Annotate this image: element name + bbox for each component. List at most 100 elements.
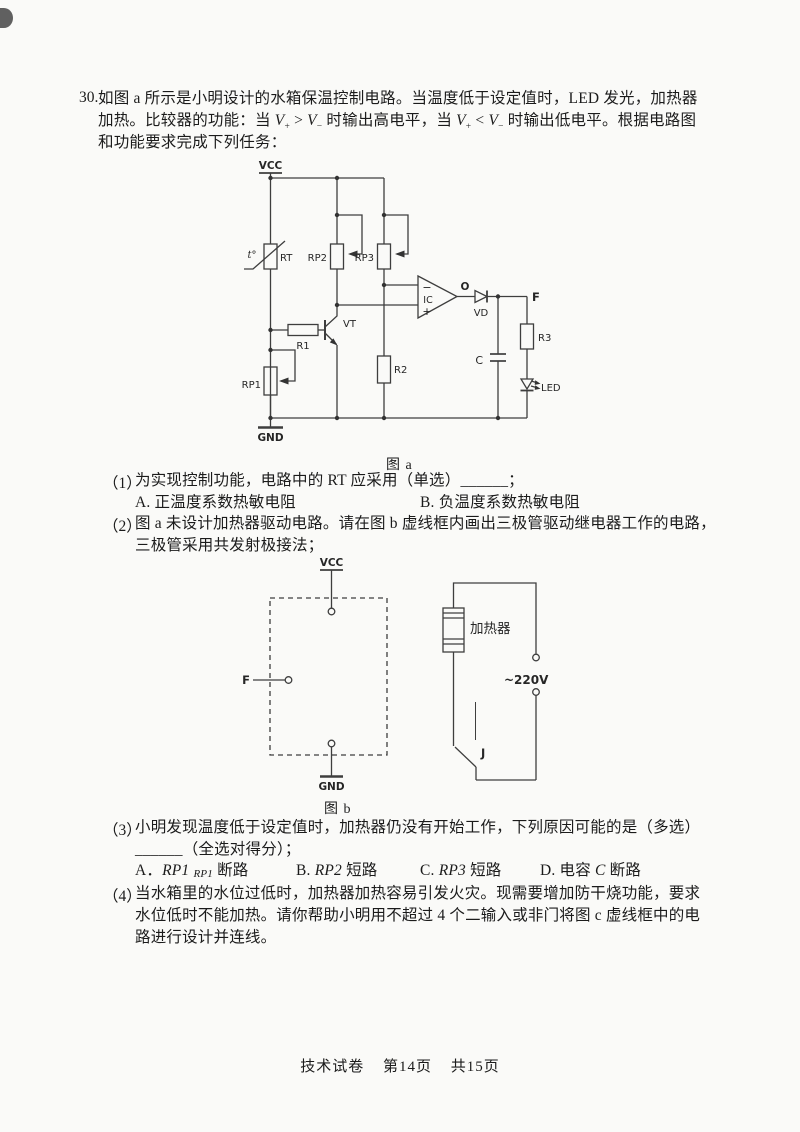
figure-b-caption: 图 b <box>324 802 352 817</box>
ac-voltage-label: ~220V <box>504 673 549 687</box>
q2-line2: 三极管采用共发射极接法； <box>135 537 324 554</box>
q3-option-a-duplicate: RP1 <box>193 868 214 880</box>
v-plus-sub-2: + <box>465 122 472 133</box>
v-minus-symbol: V <box>307 112 317 129</box>
q4-line3: 路进行设计并连线。 <box>135 929 277 946</box>
q3-option-b-prefix: B. <box>296 862 315 879</box>
fig-a-vt-label: VT <box>343 319 357 330</box>
fig-a-wires <box>244 172 539 429</box>
led-ray-arrow-1 <box>534 380 541 385</box>
fig-a-vcc-label: VCC <box>259 160 283 172</box>
rp1-wiper-arrow <box>279 377 289 385</box>
footer-page-number: 第14页 <box>382 1059 432 1075</box>
fig-a-vd-label: VD <box>474 308 489 319</box>
supply-terminal-bottom-circle <box>532 688 540 696</box>
v-plus-symbol: V <box>274 112 285 129</box>
diode-vd-body <box>474 289 489 304</box>
fig-a-output-o-label: O <box>461 281 470 293</box>
q1-option-a: A. 正温度系数热敏电阻 <box>135 494 296 511</box>
q2-line1: 图 a 未设计加热器驱动电路。请在图 b 虚线框内画出三极管驱动继电器工作的电路… <box>135 515 716 532</box>
q4-line2: 水位低时不能加热。请你帮助小明用不超过 4 个二输入或非门将图 c 虚线框中的电 <box>135 907 701 924</box>
q1-text: 为实现控制功能，电路中的 RT 应采用（单选）______； <box>135 472 524 489</box>
resistor-r1-body <box>287 323 319 337</box>
figure-b-circuit-diagram: VCC F GND 加热器 ~220V J <box>242 557 549 793</box>
q3-option-c-prefix: C. <box>420 862 439 879</box>
fig-a-rp2-label: RP2 <box>308 253 327 264</box>
led-body <box>519 378 535 391</box>
q3-option-d-prefix: D. 电容 <box>540 862 596 879</box>
v-plus-sub: + <box>284 122 291 133</box>
v-minus-sub: − <box>316 122 323 133</box>
v-minus-symbol-2: V <box>488 112 499 129</box>
vt-emitter-arrow <box>329 338 338 346</box>
fig-a-temperature-symbol: t° <box>247 250 256 261</box>
fig-b-wires <box>253 569 540 781</box>
q3-option-b: B. RP2 短路 <box>296 861 377 881</box>
thermistor-diagonal <box>244 240 286 270</box>
q3-option-a-prefix: A． <box>135 862 163 879</box>
design-dashed-box <box>269 597 388 756</box>
potentiometer-rp2-body <box>329 243 345 270</box>
lt-sign: < <box>471 112 489 129</box>
fig-a-r2-label: R2 <box>394 365 407 376</box>
q30-line2-c: 时输出低电平。根据电路图 <box>503 112 697 129</box>
thermistor-rt-body <box>263 243 278 270</box>
heater-body <box>442 607 465 653</box>
q3-line2: ______（全选对得分）； <box>135 841 301 858</box>
fig-a-c-label: C <box>475 354 483 367</box>
q4-number: （4） <box>103 888 142 905</box>
comparator-minus-input-label: − <box>422 281 431 294</box>
fig-b-gnd-label: GND <box>318 781 344 793</box>
potentiometer-rp3-body <box>376 243 392 270</box>
q30-line2: 加热。比较器的功能：当 V+ > V− 时输出高电平，当 V+ < V− 时输出… <box>98 111 696 137</box>
rp3-wiper-loop <box>384 214 409 255</box>
q30-line2-b: 时输出高电平，当 <box>322 112 457 129</box>
rp1-wiper-loop <box>270 349 296 382</box>
q3-option-a-text: 断路 <box>213 862 249 879</box>
q30-line2-a: 加热。比较器的功能：当 <box>98 112 275 129</box>
q3-number: （3） <box>103 822 142 839</box>
v-plus-symbol-2: V <box>456 112 466 129</box>
figure-a-caption: 图 a <box>386 458 413 473</box>
q3-option-b-text: 短路 <box>342 862 378 879</box>
q1-option-b: B. 负温度系数热敏电阻 <box>420 494 580 511</box>
page-footer: 技术试卷 第14页 共15页 <box>0 1055 800 1076</box>
comparator-plus-input-label: + <box>422 305 431 318</box>
fig-a-r1-label: R1 <box>296 341 309 352</box>
q4-line1: 当水箱里的水位过低时，加热器加热容易引发火灾。现需要增加防干烧功能，要求 <box>135 885 701 902</box>
fig-a-r3-label: R3 <box>538 333 551 344</box>
q2-number: （2） <box>103 518 142 535</box>
resistor-r2-body <box>376 355 392 384</box>
scan-artifact <box>0 8 13 28</box>
q3-option-b-symbol: RP2 <box>314 862 342 879</box>
q3-option-d-symbol: C <box>595 862 606 879</box>
fig-a-led-label: LED <box>541 383 561 394</box>
v-minus-sub-2: − <box>498 122 504 133</box>
gt-sign: > <box>290 112 308 129</box>
q3-option-c-symbol: RP3 <box>438 862 466 879</box>
gnd-terminal-circle <box>327 739 336 748</box>
heater-label: 加热器 <box>470 621 511 636</box>
q30-line3: 和功能要求完成下列任务： <box>98 134 287 151</box>
fig-b-vcc-label: VCC <box>320 557 344 569</box>
q3-option-d: D. 电容 C 断路 <box>540 861 641 881</box>
q30-line1: 如图 a 所示是小明设计的水箱保温控制电路。当温度低于设定值时，LED 发光，加… <box>98 90 698 107</box>
q1-number: （1） <box>103 475 142 492</box>
q3-line1: 小明发现温度低于设定值时，加热器仍没有开始工作，下列原因可能的是（多选） <box>135 819 701 836</box>
supply-terminal-top-circle <box>532 653 540 662</box>
fig-b-f-terminal-label: F <box>242 673 250 687</box>
comparator-triangle <box>417 274 459 320</box>
rp2-wiper-arrow <box>348 250 358 258</box>
fig-a-f-terminal-label: F <box>532 290 540 304</box>
vt-collector <box>324 303 338 328</box>
comparator-ic-label: IC <box>423 295 433 306</box>
f-terminal-circle <box>284 676 293 684</box>
footer-total-pages: 共15页 <box>450 1059 500 1075</box>
q30-number: 30. <box>79 89 99 106</box>
fig-a-rp1-label: RP1 <box>242 380 261 391</box>
fig-a-junctions-arrows <box>268 175 541 421</box>
q3-option-a-symbol: RP1 <box>162 862 190 879</box>
q3-option-d-text: 断路 <box>605 862 642 879</box>
fig-a-rt-label: RT <box>280 253 293 264</box>
led-ray-arrow-2 <box>534 385 541 390</box>
